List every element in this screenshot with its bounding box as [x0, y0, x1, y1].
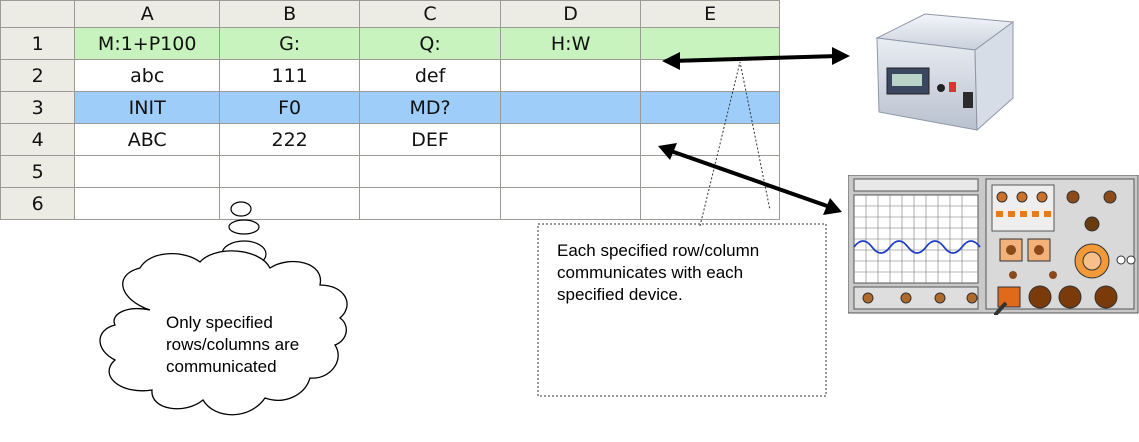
cell-a2[interactable]: abc: [74, 59, 220, 92]
cell-d5[interactable]: [499, 155, 642, 188]
cell-a4[interactable]: ABC: [74, 123, 220, 156]
row-header-4[interactable]: 4: [0, 123, 76, 156]
cell-b3[interactable]: F0: [218, 91, 361, 124]
callout-box: [537, 223, 827, 397]
thought-bubble-medium: [228, 219, 260, 235]
column-header-b[interactable]: B: [218, 0, 361, 28]
cell-e6[interactable]: [640, 187, 780, 220]
cell-b4[interactable]: 222: [218, 123, 361, 156]
oscilloscope-device-icon: [848, 175, 1139, 315]
cloud-annotation-text: Only specified rows/columns are communic…: [166, 313, 300, 376]
cell-c2[interactable]: def: [359, 59, 501, 92]
cell-c4[interactable]: DEF: [359, 123, 501, 156]
cell-c1[interactable]: Q:: [359, 27, 501, 60]
callout-pointer: [699, 61, 771, 227]
cell-a5[interactable]: [74, 155, 220, 188]
spreadsheet: A B C D E 1 M:1+P100 G: Q: H:W 2 abc 111…: [0, 0, 780, 270]
callout-annotation-text: Each specified row/column communicates w…: [557, 241, 760, 304]
spreadsheet-grid: A B C D E 1 M:1+P100 G: Q: H:W 2 abc 111…: [0, 0, 780, 220]
cell-e1[interactable]: [640, 27, 780, 60]
cell-b2[interactable]: 111: [218, 59, 361, 92]
table-row: 1 M:1+P100 G: Q: H:W: [0, 27, 780, 60]
cell-b1[interactable]: G:: [218, 27, 361, 60]
thought-bubble-small: [230, 201, 252, 217]
row-header-5[interactable]: 5: [0, 155, 76, 188]
cell-d1[interactable]: H:W: [499, 27, 642, 60]
double-arrow-icon: [662, 47, 850, 70]
cell-a3[interactable]: INIT: [74, 91, 220, 124]
cell-a1[interactable]: M:1+P100: [74, 27, 220, 60]
column-header-c[interactable]: C: [359, 0, 501, 28]
double-arrow-icon: [658, 143, 842, 215]
table-row: 3 INIT F0 MD?: [0, 91, 780, 124]
row-header-3[interactable]: 3: [0, 91, 76, 124]
cell-c3[interactable]: MD?: [359, 91, 501, 124]
controller-device-icon: [875, 13, 1015, 132]
cloud-shape: [99, 250, 348, 416]
cell-c5[interactable]: [359, 155, 501, 188]
cell-c6[interactable]: [359, 187, 501, 220]
column-header-e[interactable]: E: [640, 0, 780, 28]
cell-d4[interactable]: [499, 123, 642, 156]
cell-a6[interactable]: [74, 187, 220, 220]
row-header-6[interactable]: 6: [0, 187, 76, 220]
cell-e2[interactable]: [640, 59, 780, 92]
corner-cell[interactable]: [0, 0, 76, 28]
